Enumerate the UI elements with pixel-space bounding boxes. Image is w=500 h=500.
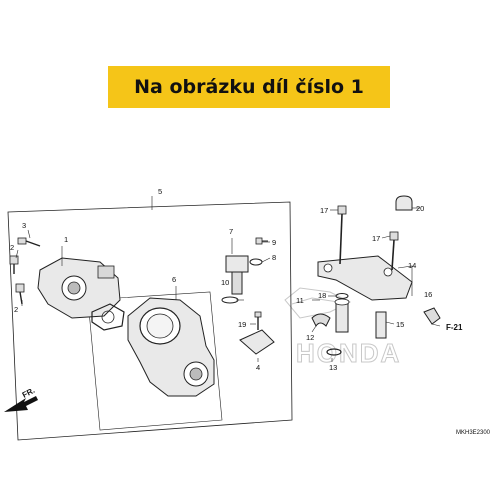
callout-5: 5 <box>158 187 162 196</box>
callout-4: 4 <box>256 363 260 372</box>
diagram-code: MKH3E2300 <box>456 430 491 436</box>
collar-part-15 <box>375 311 387 339</box>
screw-part-2-lower <box>15 283 25 305</box>
banner-text: Na obrázku díl číslo 1 <box>134 76 364 98</box>
screw-part-19 <box>254 311 262 330</box>
callout-14: 14 <box>408 261 416 270</box>
bolt-part-17-right <box>389 231 399 271</box>
callout-17-left: 17 <box>320 206 328 215</box>
callout-11: 11 <box>296 296 304 305</box>
callout-1: 1 <box>64 235 68 244</box>
joint-part-16 <box>423 307 441 325</box>
injector-part-11 <box>334 298 350 333</box>
assembly-14-bracket <box>397 265 413 296</box>
clip-part-12 <box>311 313 331 327</box>
seal-part-8 <box>249 258 263 266</box>
callout-2-lower: 2 <box>14 305 18 314</box>
callout-7: 7 <box>229 227 233 236</box>
fuel-rail-part-14 <box>317 255 413 301</box>
screw-part-9 <box>255 237 268 245</box>
callout-17-right: 17 <box>372 234 380 243</box>
gasket-part <box>91 303 125 331</box>
bolt-part-17-left <box>337 205 347 265</box>
callout-19: 19 <box>238 320 246 329</box>
callout-20: 20 <box>416 204 424 213</box>
bracket-part-4 <box>239 329 275 355</box>
cap-part-20 <box>395 195 413 211</box>
watermark-text: HONDA <box>296 338 401 368</box>
screw-part-2-upper <box>9 255 19 274</box>
sensor-part-7 <box>225 255 249 295</box>
callout-10: 10 <box>221 278 229 287</box>
screw-part-3 <box>17 237 41 247</box>
callout-2-upper: 2 <box>10 243 14 252</box>
callout-16: 16 <box>424 290 432 299</box>
leader-lines <box>15 196 441 362</box>
callout-13: 13 <box>329 363 337 372</box>
callout-15: 15 <box>396 320 404 329</box>
assembly-6-frame <box>87 291 223 431</box>
throttle-body-part-1 <box>37 257 121 319</box>
seal-part-13 <box>326 348 342 356</box>
reference-label: F-21 <box>446 323 463 332</box>
callout-18: 18 <box>318 291 326 300</box>
throttle-body-part-6 <box>127 297 215 397</box>
o-ring-part-10 <box>221 296 239 304</box>
callout-9: 9 <box>272 238 276 247</box>
front-arrow-icon <box>4 396 38 412</box>
callout-3: 3 <box>22 221 26 230</box>
callout-12: 12 <box>306 333 314 342</box>
assembly-5-frame <box>7 201 293 441</box>
honda-watermark: HONDA <box>284 287 401 369</box>
banner: Na obrázku díl číslo 1 <box>108 66 390 108</box>
callout-8: 8 <box>272 253 276 262</box>
callout-6: 6 <box>172 275 176 284</box>
